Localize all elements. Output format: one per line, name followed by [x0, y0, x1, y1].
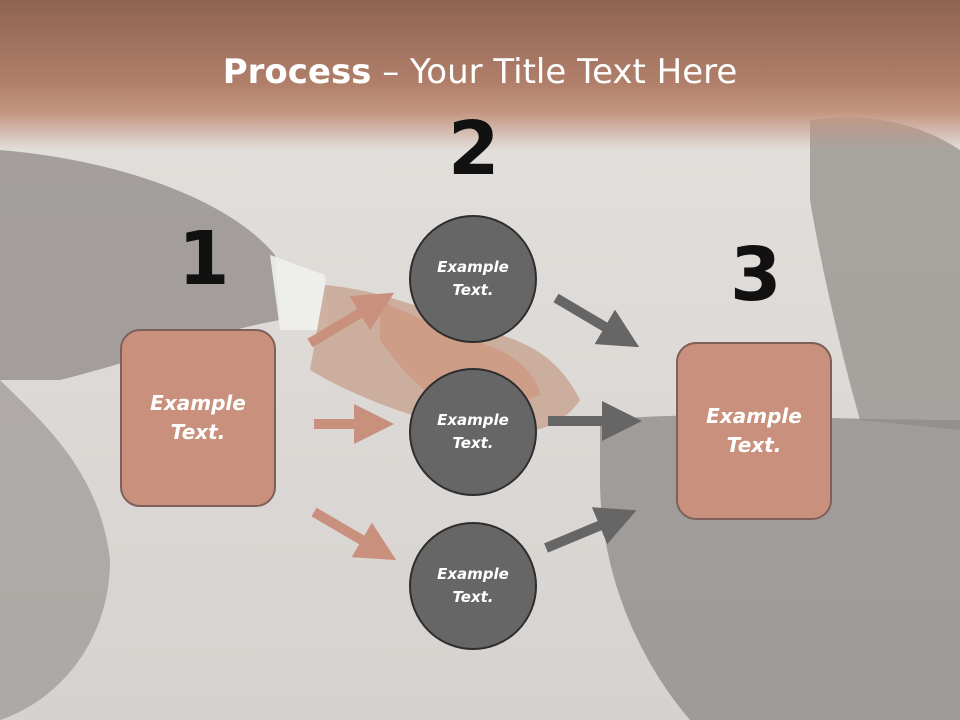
title-rest: – Your Title Text Here [371, 52, 738, 92]
arrow-right-icon [311, 507, 397, 561]
arrow-right-icon [307, 292, 395, 348]
step-number-1: 1 [178, 216, 230, 302]
slide-title: Process – Your Title Text Here [0, 52, 960, 92]
title-bold: Process [222, 52, 372, 92]
circle-3-label: Example Text. [437, 565, 509, 606]
circle-1: Example Text. [409, 215, 537, 343]
circle-3: Example Text. [409, 522, 537, 650]
arrow-right-icon [553, 293, 640, 348]
circle-2: Example Text. [409, 368, 537, 496]
circle-1-label: Example Text. [437, 258, 509, 299]
arrow-right-icon [544, 507, 637, 553]
left-box: Example Text. [120, 329, 276, 507]
right-box-label: Example Text. [706, 404, 802, 457]
step-number-3: 3 [730, 232, 782, 318]
title-bar [0, 0, 960, 150]
step-number-2: 2 [448, 106, 500, 192]
left-box-label: Example Text. [150, 391, 246, 444]
circle-2-label: Example Text. [437, 411, 509, 452]
right-box: Example Text. [676, 342, 832, 520]
